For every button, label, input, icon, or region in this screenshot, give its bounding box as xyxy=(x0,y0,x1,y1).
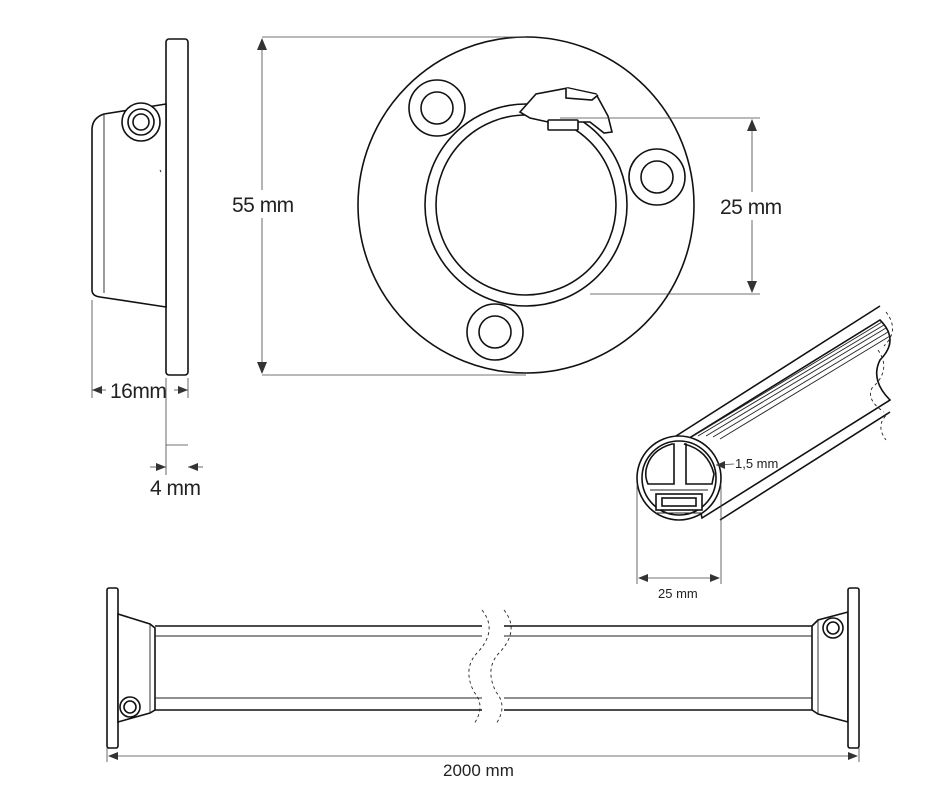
flange-front-view xyxy=(357,36,695,374)
profile-wall-dimension: 1,5 mm xyxy=(715,456,778,471)
flange-height-label: 55 mm xyxy=(232,194,294,217)
flange-side-view xyxy=(91,38,189,376)
rail-length-label: 2000 mm xyxy=(443,761,514,780)
rail-profile-view xyxy=(636,305,893,521)
rail-length-dimension: 2000 mm xyxy=(106,748,860,780)
full-rail-view xyxy=(106,587,860,749)
tube-diameter-dimension: 25 mm xyxy=(560,117,788,295)
plate-thickness-dimension: 4 mm xyxy=(150,378,203,500)
profile-wall-label: 1,5 mm xyxy=(735,456,778,471)
tube-diameter-label: 25 mm xyxy=(720,196,782,219)
profile-width-dimension: 25 mm xyxy=(636,485,722,601)
flange-depth-dimension: 16mm xyxy=(91,300,189,403)
profile-width-label: 25 mm xyxy=(658,586,698,601)
plate-thickness-label: 4 mm xyxy=(150,477,201,500)
flange-height-dimension: 55 mm xyxy=(230,36,526,376)
flange-depth-label: 16mm xyxy=(110,380,166,403)
